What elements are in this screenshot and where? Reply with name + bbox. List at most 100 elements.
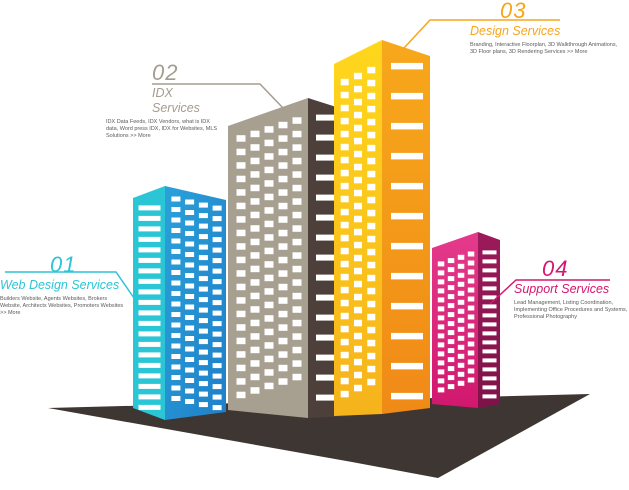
window — [138, 352, 161, 358]
window — [354, 124, 362, 132]
window — [482, 340, 497, 345]
window — [185, 388, 195, 394]
window — [367, 235, 376, 243]
service-description: Branding, Interactive Floorplan, 3D Walk… — [470, 42, 618, 55]
window — [292, 171, 302, 178]
window — [264, 274, 274, 282]
window — [340, 299, 349, 307]
window — [171, 396, 181, 401]
window — [250, 319, 260, 327]
window — [278, 324, 288, 331]
window — [138, 310, 161, 316]
window — [171, 385, 181, 391]
window — [457, 254, 465, 260]
service-design[interactable]: 03 Design Services Branding, Interactive… — [470, 0, 620, 56]
window — [437, 270, 445, 276]
window — [278, 202, 288, 210]
window — [264, 315, 274, 322]
window — [185, 283, 195, 289]
window — [316, 174, 346, 181]
window — [278, 351, 288, 358]
window — [354, 202, 362, 210]
window — [354, 176, 362, 184]
window — [171, 196, 181, 202]
window — [354, 319, 362, 327]
window — [482, 295, 497, 300]
window — [250, 279, 260, 286]
window — [457, 353, 465, 359]
window — [212, 352, 222, 358]
window — [354, 163, 362, 171]
window — [367, 287, 376, 295]
window — [212, 342, 222, 348]
window — [437, 333, 445, 339]
window — [250, 130, 260, 138]
window — [278, 297, 288, 304]
window — [185, 315, 195, 320]
window — [391, 242, 423, 250]
window — [250, 265, 260, 273]
window — [292, 333, 302, 340]
window — [171, 301, 181, 307]
window — [482, 268, 497, 273]
window — [138, 289, 161, 295]
window — [457, 281, 465, 287]
window — [212, 300, 222, 306]
service-idx[interactable]: 02 IDX Services IDX Data Feeds, IDX Vend… — [106, 62, 222, 140]
window — [447, 312, 455, 318]
window — [278, 216, 288, 223]
connector-line-04 — [489, 279, 610, 305]
window — [467, 332, 475, 338]
window — [367, 170, 376, 178]
window — [447, 321, 455, 327]
window — [437, 279, 445, 285]
window — [447, 357, 455, 363]
window — [212, 321, 222, 327]
window — [198, 381, 208, 387]
window — [250, 225, 260, 232]
window — [250, 157, 260, 165]
window — [198, 234, 208, 240]
window — [482, 322, 497, 327]
window — [340, 169, 349, 177]
window — [138, 341, 161, 347]
window — [171, 343, 181, 349]
window — [367, 339, 376, 347]
window — [264, 288, 274, 295]
window — [340, 156, 349, 164]
window — [367, 131, 376, 139]
window — [482, 250, 497, 255]
window — [354, 215, 362, 223]
window — [467, 287, 475, 293]
service-number: 03 — [500, 0, 527, 23]
window — [212, 289, 222, 295]
window — [447, 339, 455, 345]
window — [198, 255, 208, 261]
window — [185, 367, 195, 373]
window — [391, 212, 423, 220]
window — [482, 358, 497, 363]
window — [457, 317, 465, 323]
window — [482, 385, 497, 390]
window — [212, 279, 222, 285]
window — [482, 349, 497, 354]
window — [250, 373, 260, 381]
window — [367, 157, 376, 165]
window — [138, 236, 161, 242]
window — [482, 394, 497, 399]
window — [467, 314, 475, 320]
window — [447, 294, 455, 300]
window — [278, 337, 288, 345]
window — [340, 182, 349, 190]
window — [391, 62, 423, 70]
service-support[interactable]: 04 Support Services Lead Management, Lis… — [514, 258, 629, 321]
window — [236, 378, 246, 385]
window — [278, 189, 288, 196]
service-web-design[interactable]: 01 Web Design Services Builders Website,… — [0, 254, 125, 317]
window — [340, 377, 349, 385]
window — [447, 375, 455, 381]
window — [138, 373, 161, 379]
window — [236, 148, 246, 156]
window — [185, 336, 195, 341]
